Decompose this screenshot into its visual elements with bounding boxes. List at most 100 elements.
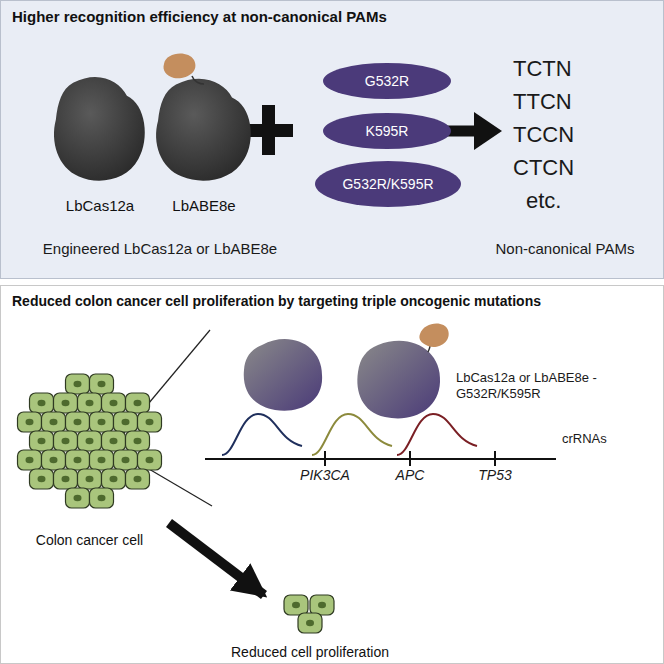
- nucleus: [110, 400, 118, 406]
- cell-body: [90, 374, 114, 394]
- panel-title: Reduced colon cancer cell proliferation …: [12, 293, 652, 310]
- nucleus: [134, 438, 142, 444]
- nucleus: [86, 400, 94, 406]
- cell: [102, 469, 126, 489]
- arrowhead: [474, 112, 502, 150]
- nucleus: [38, 438, 46, 444]
- cell-cluster: Reduced cell proliferation: [220, 593, 400, 661]
- nucleus: [62, 400, 70, 406]
- cell: [18, 450, 42, 470]
- cell: [78, 431, 102, 451]
- nucleus: [110, 438, 118, 444]
- cell: [138, 450, 162, 470]
- engineered-abe-blob: [357, 341, 440, 419]
- cell: [114, 412, 138, 432]
- cell: [126, 469, 150, 489]
- cell-body: [102, 431, 126, 451]
- pam-sequence: TCTN: [513, 56, 572, 82]
- nucleus: [134, 476, 142, 482]
- cell: [66, 488, 90, 508]
- cell-body: [90, 412, 114, 432]
- cell-body: [54, 469, 78, 489]
- mutation-ellipse-fill: [323, 63, 451, 99]
- cell: [66, 412, 90, 432]
- node-label: LbABE8e: [130, 197, 278, 215]
- cell: [126, 431, 150, 451]
- nucleus: [98, 495, 106, 501]
- cell: [114, 450, 138, 470]
- cell: [42, 450, 66, 470]
- pam-sequence: TCCN: [513, 122, 574, 148]
- cell-body: [66, 374, 90, 394]
- nucleus: [146, 457, 154, 463]
- nucleus: [38, 400, 46, 406]
- cell-body: [30, 469, 54, 489]
- nucleus: [98, 419, 106, 425]
- cell-body: [284, 595, 308, 615]
- annotation: Engineered LbCas12a or LbABE8e: [43, 240, 277, 258]
- cell: [298, 613, 322, 633]
- nucleus: [86, 438, 94, 444]
- cell: [126, 393, 150, 413]
- cell-body: [102, 469, 126, 489]
- crrna-curve: [222, 414, 302, 455]
- panel-title: Higher recognition efficiency at non-can…: [12, 8, 652, 26]
- cell-body: [18, 450, 42, 470]
- gene-name: TP53: [478, 467, 511, 484]
- nucleus: [62, 476, 70, 482]
- mutation-name: G532R/K595R: [314, 176, 462, 193]
- cell-body: [138, 450, 162, 470]
- nucleus: [26, 419, 34, 425]
- cells-drawing: [220, 593, 400, 635]
- nucleus: [74, 495, 82, 501]
- protein-blob-fill: [156, 79, 251, 181]
- cell: [310, 595, 334, 615]
- nucleus: [306, 620, 314, 626]
- cell: [138, 412, 162, 432]
- cell-body: [90, 488, 114, 508]
- locus-tick: [494, 451, 496, 466]
- cell-body: [30, 431, 54, 451]
- protein-blob-fill: [54, 77, 145, 181]
- pam-sequence: CTCN: [513, 155, 574, 181]
- mutation-ellipse: G532R: [322, 62, 452, 100]
- nucleus: [62, 438, 70, 444]
- cell: [284, 595, 308, 615]
- cell: [78, 393, 102, 413]
- cell-body: [78, 431, 102, 451]
- cell-cluster: Colon cancer cell: [12, 371, 167, 549]
- cell-body: [66, 488, 90, 508]
- deaminase: [163, 54, 195, 79]
- cell-body: [66, 450, 90, 470]
- cell-body: [126, 469, 150, 489]
- cell-body: [138, 412, 162, 432]
- crrna-curve: [312, 414, 392, 455]
- bottom-panel-ground: [1, 286, 664, 664]
- engineered-cas12a-blob: [244, 339, 322, 411]
- cell: [54, 431, 78, 451]
- nucleus: [292, 602, 300, 608]
- cell-body: [42, 450, 66, 470]
- cell: [54, 469, 78, 489]
- cell: [66, 374, 90, 394]
- gene-name: APC: [396, 467, 425, 484]
- nucleus: [50, 419, 58, 425]
- pam-sequence: TTCN: [513, 89, 572, 115]
- nucleus: [74, 419, 82, 425]
- mutation-name: K595R: [322, 123, 452, 140]
- pam-sequence: etc.: [526, 188, 561, 214]
- cell-body: [126, 431, 150, 451]
- cell: [66, 450, 90, 470]
- protein-outline: [150, 52, 258, 185]
- nucleus: [86, 476, 94, 482]
- cell: [30, 431, 54, 451]
- cell-body: [298, 613, 322, 633]
- cell: [54, 393, 78, 413]
- cell: [90, 450, 114, 470]
- cell: [78, 469, 102, 489]
- nucleus: [98, 381, 106, 387]
- protein-blob: LbCas12a: [48, 68, 152, 215]
- cell-body: [78, 469, 102, 489]
- cell: [90, 488, 114, 508]
- mutation-ellipse-fill: [315, 161, 461, 207]
